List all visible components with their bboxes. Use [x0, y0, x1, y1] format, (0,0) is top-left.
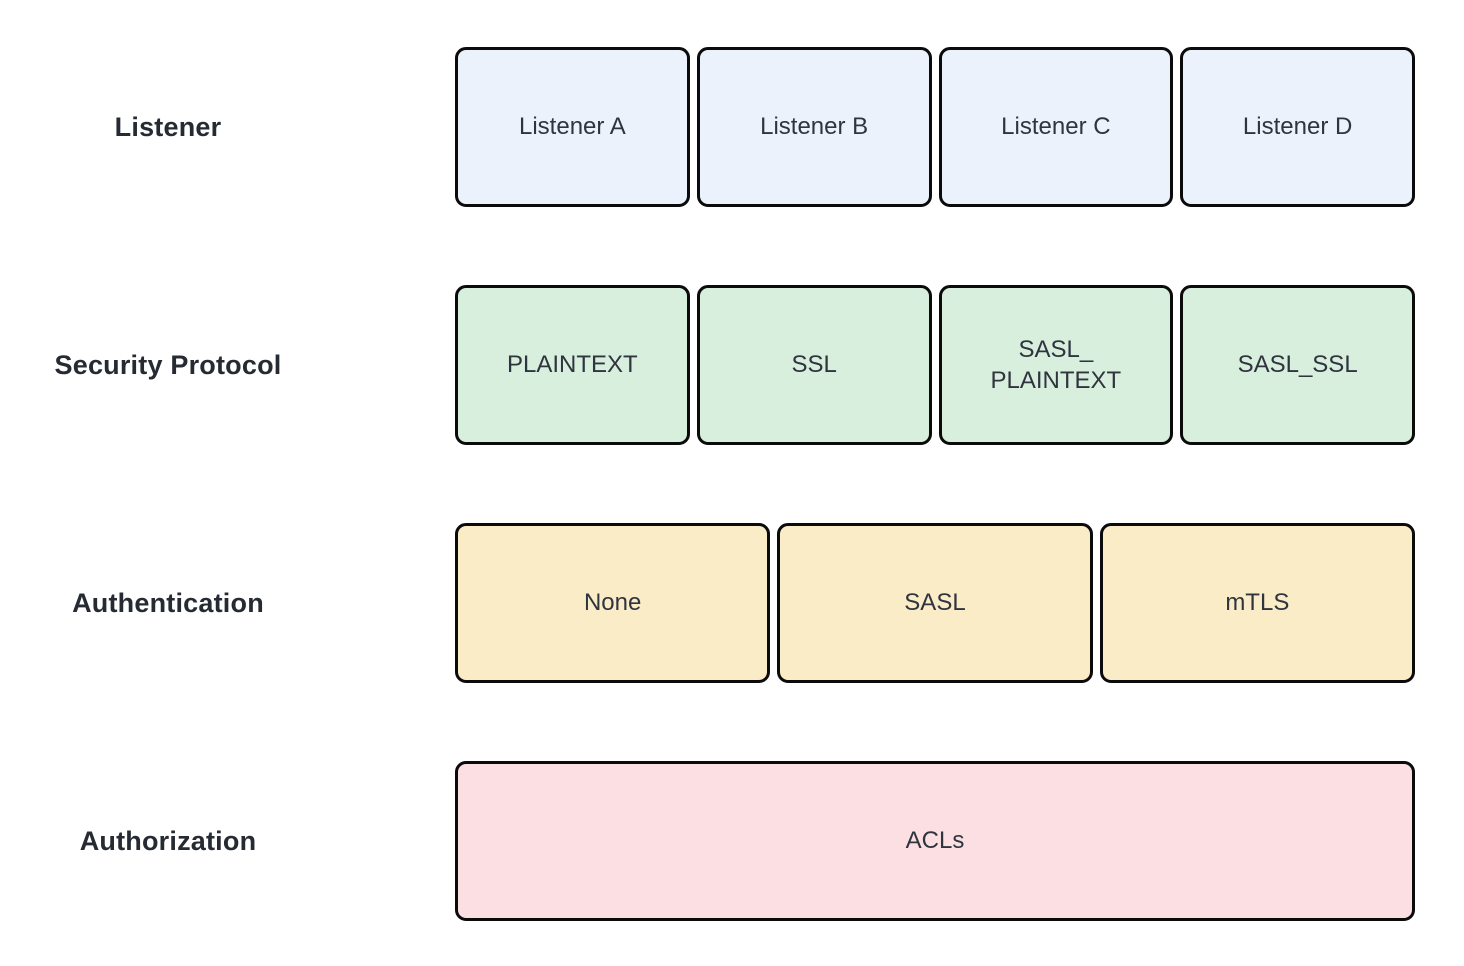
node-auth-sasl: SASL [777, 523, 1093, 683]
node-sasl-ssl: SASL_SSL [1180, 285, 1415, 445]
node-auth-none: None [455, 523, 771, 683]
node-acls: ACLs [455, 761, 1415, 921]
node-listener-d: Listener D [1180, 47, 1415, 207]
node-ssl: SSL [696, 285, 932, 445]
node-plaintext: PLAINTEXT [455, 285, 690, 445]
row-listener: Listener Listener A Listener B Listener … [0, 47, 1464, 207]
node-sasl-plaintext: SASL_ PLAINTEXT [938, 285, 1174, 445]
row-authorization: Authorization ACLs [0, 761, 1464, 921]
row-label-authorization: Authorization [79, 825, 257, 856]
row-boxes-authorization: ACLs [455, 761, 1415, 921]
row-label-security-protocol: Security Protocol [54, 349, 282, 380]
row-label-listener: Listener [114, 111, 222, 142]
node-listener-a: Listener A [455, 47, 690, 207]
row-label-authentication: Authentication [72, 587, 264, 618]
node-auth-mtls: mTLS [1099, 523, 1415, 683]
row-boxes-security-protocol: PLAINTEXT SSL SASL_ PLAINTEXT SASL_SSL [455, 285, 1415, 445]
row-security-protocol: Security Protocol PLAINTEXT SSL SASL_ PL… [0, 285, 1464, 445]
row-authentication: Authentication None SASL mTLS [0, 523, 1464, 683]
row-boxes-listener: Listener A Listener B Listener C Listene… [455, 47, 1415, 207]
node-listener-b: Listener B [696, 47, 932, 207]
row-boxes-authentication: None SASL mTLS [455, 523, 1415, 683]
node-listener-c: Listener C [938, 47, 1174, 207]
